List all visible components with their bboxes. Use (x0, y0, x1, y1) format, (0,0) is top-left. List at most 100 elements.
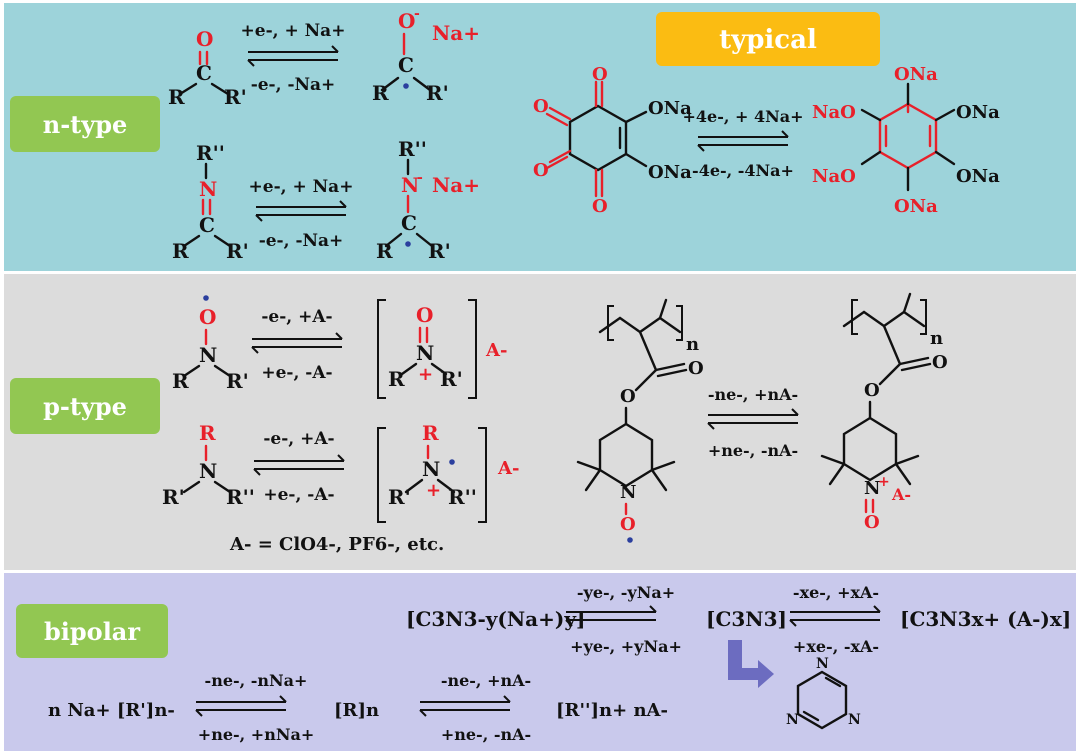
svg-text:O: O (620, 386, 636, 407)
svg-text:O: O (533, 96, 549, 117)
svg-text:N: N (848, 712, 861, 728)
svg-text:C: C (401, 211, 417, 235)
svg-text:R': R' (388, 485, 411, 509)
svg-text:NaO: NaO (812, 166, 856, 187)
svg-text:C: C (398, 53, 414, 77)
svg-text:O: O (199, 305, 216, 329)
polymer-oxidized: [R'']n+ nA- (556, 700, 668, 721)
svg-text:ONa: ONa (894, 196, 938, 217)
ntype-section (4, 3, 1076, 271)
svg-text:O: O (533, 160, 549, 181)
polymer-neutral: [R]n (334, 700, 379, 721)
polymer-step2-reverse: +ne-, -nA- (441, 725, 531, 744)
svg-text:R': R' (226, 369, 249, 393)
svg-text:R: R (388, 367, 405, 391)
structure-pointer-arrow (728, 640, 774, 688)
aminium-product: R N + R' R'' A- (377, 421, 519, 523)
svg-text:N: N (864, 478, 880, 499)
amine-forward-label: -e-, +A- (263, 429, 334, 449)
nitroxide-forward-label: -e-, +A- (261, 307, 332, 327)
rhodizonate-reactant: O O O O ONa ONa (533, 64, 692, 217)
svg-text:+: + (418, 364, 433, 385)
svg-text:Na+: Na+ (432, 173, 480, 197)
svg-text:N: N (416, 341, 434, 365)
imine-reactant: R'' N C R R' (172, 141, 249, 263)
svg-text:ONa: ONa (894, 64, 938, 85)
svg-text:R': R' (226, 239, 249, 263)
svg-text:n: n (930, 328, 943, 349)
oxoammonium-product: O N + R R' A- (377, 299, 507, 399)
typical-label: typical (719, 25, 817, 55)
svg-text:O: O (864, 380, 880, 401)
ptype-label-box (10, 378, 160, 434)
svg-text:A-: A- (497, 458, 519, 479)
svg-text:N: N (620, 482, 636, 503)
svg-text:N: N (199, 459, 217, 483)
svg-text:ONa: ONa (648, 98, 692, 119)
svg-text:R'': R'' (448, 485, 477, 509)
svg-text:+: + (426, 480, 441, 501)
c3n3-neutral: [C3N3] (706, 607, 787, 631)
nitroxide-reactant: O N R R' (172, 295, 249, 393)
triazine-reduction-reverse: +ye-, +yNa+ (570, 637, 682, 656)
ntype-label: n-type (43, 110, 128, 139)
svg-text:R: R (199, 421, 216, 445)
rhodizonate-reverse-label: -4e-, -4Na+ (692, 161, 794, 180)
nitroxide-reverse-label: +e-, -A- (261, 363, 332, 383)
carbonyl-reverse-label: -e-, -Na+ (251, 75, 336, 95)
svg-text:O: O (196, 27, 213, 51)
svg-text:Na+: Na+ (432, 21, 480, 45)
svg-text:R': R' (426, 81, 449, 105)
bipolar-label-box (16, 604, 168, 658)
svg-text:ONa: ONa (648, 162, 692, 183)
svg-text:O: O (592, 196, 608, 217)
svg-text:R: R (172, 239, 189, 263)
amine-reactant: R N R' R'' (162, 421, 255, 509)
c3n3-oxidized: [C3N3x+ (A-)x] (900, 607, 1071, 631)
svg-text:ONa: ONa (956, 166, 1000, 187)
ptype-label: p-type (43, 392, 127, 421)
svg-text:n: n (686, 334, 699, 355)
ptma-forward-label: -ne-, +nA- (708, 385, 798, 404)
ntype-label-box (10, 96, 160, 152)
svg-text:R: R (172, 369, 189, 393)
rhodizonate-product: ONa NaO NaO ONa ONa ONa (812, 64, 1000, 217)
svg-text:R'': R'' (196, 141, 225, 165)
amine-reverse-label: +e-, -A- (263, 485, 334, 505)
svg-text:R: R (372, 81, 389, 105)
rhodizonate-forward-label: +4e-, + 4Na+ (682, 107, 803, 126)
triazine-oxidation-reverse: +xe-, -xA- (793, 637, 879, 656)
svg-text:R': R' (428, 239, 451, 263)
svg-text:-: - (417, 170, 423, 186)
svg-text:C: C (196, 61, 212, 85)
ptma-oxidized-product: n O O N + A- O (820, 292, 948, 533)
carbonyl-reactant: O C R R' (168, 27, 247, 109)
typical-label-box (656, 12, 880, 66)
svg-text:-: - (414, 6, 420, 22)
svg-text:O: O (620, 514, 636, 535)
triazine-oxidation-forward: -xe-, +xA- (793, 583, 879, 602)
svg-text:N: N (422, 457, 440, 481)
svg-text:R': R' (224, 85, 247, 109)
ptma-reverse-label: +ne-, -nA- (708, 441, 798, 460)
svg-text:O: O (416, 303, 433, 327)
bipolar-label: bipolar (44, 617, 140, 646)
svg-text:R: R (422, 421, 439, 445)
anion-note: A- = ClO4-, PF6-, etc. (229, 534, 444, 555)
svg-text:O: O (398, 9, 415, 33)
svg-text:+: + (878, 474, 890, 490)
svg-text:R'': R'' (226, 485, 255, 509)
svg-text:A-: A- (485, 340, 507, 361)
polymer-step1-reverse: +ne-, +nNa+ (198, 725, 314, 744)
imine-forward-label: +e-, + Na+ (249, 177, 354, 197)
triazine-ring-structure: N N N (786, 656, 861, 730)
svg-text:NaO: NaO (812, 102, 856, 123)
polymer-reduced: n Na+ [R']n- (48, 700, 175, 721)
svg-text:N: N (199, 343, 217, 367)
svg-text:C: C (199, 213, 215, 237)
svg-text:N: N (401, 173, 419, 197)
svg-text:R': R' (162, 485, 185, 509)
c3n3-reduced: [C3N3-y(Na+)y] (406, 607, 585, 631)
triazine-reduction-forward: -ye-, -yNa+ (577, 583, 675, 602)
